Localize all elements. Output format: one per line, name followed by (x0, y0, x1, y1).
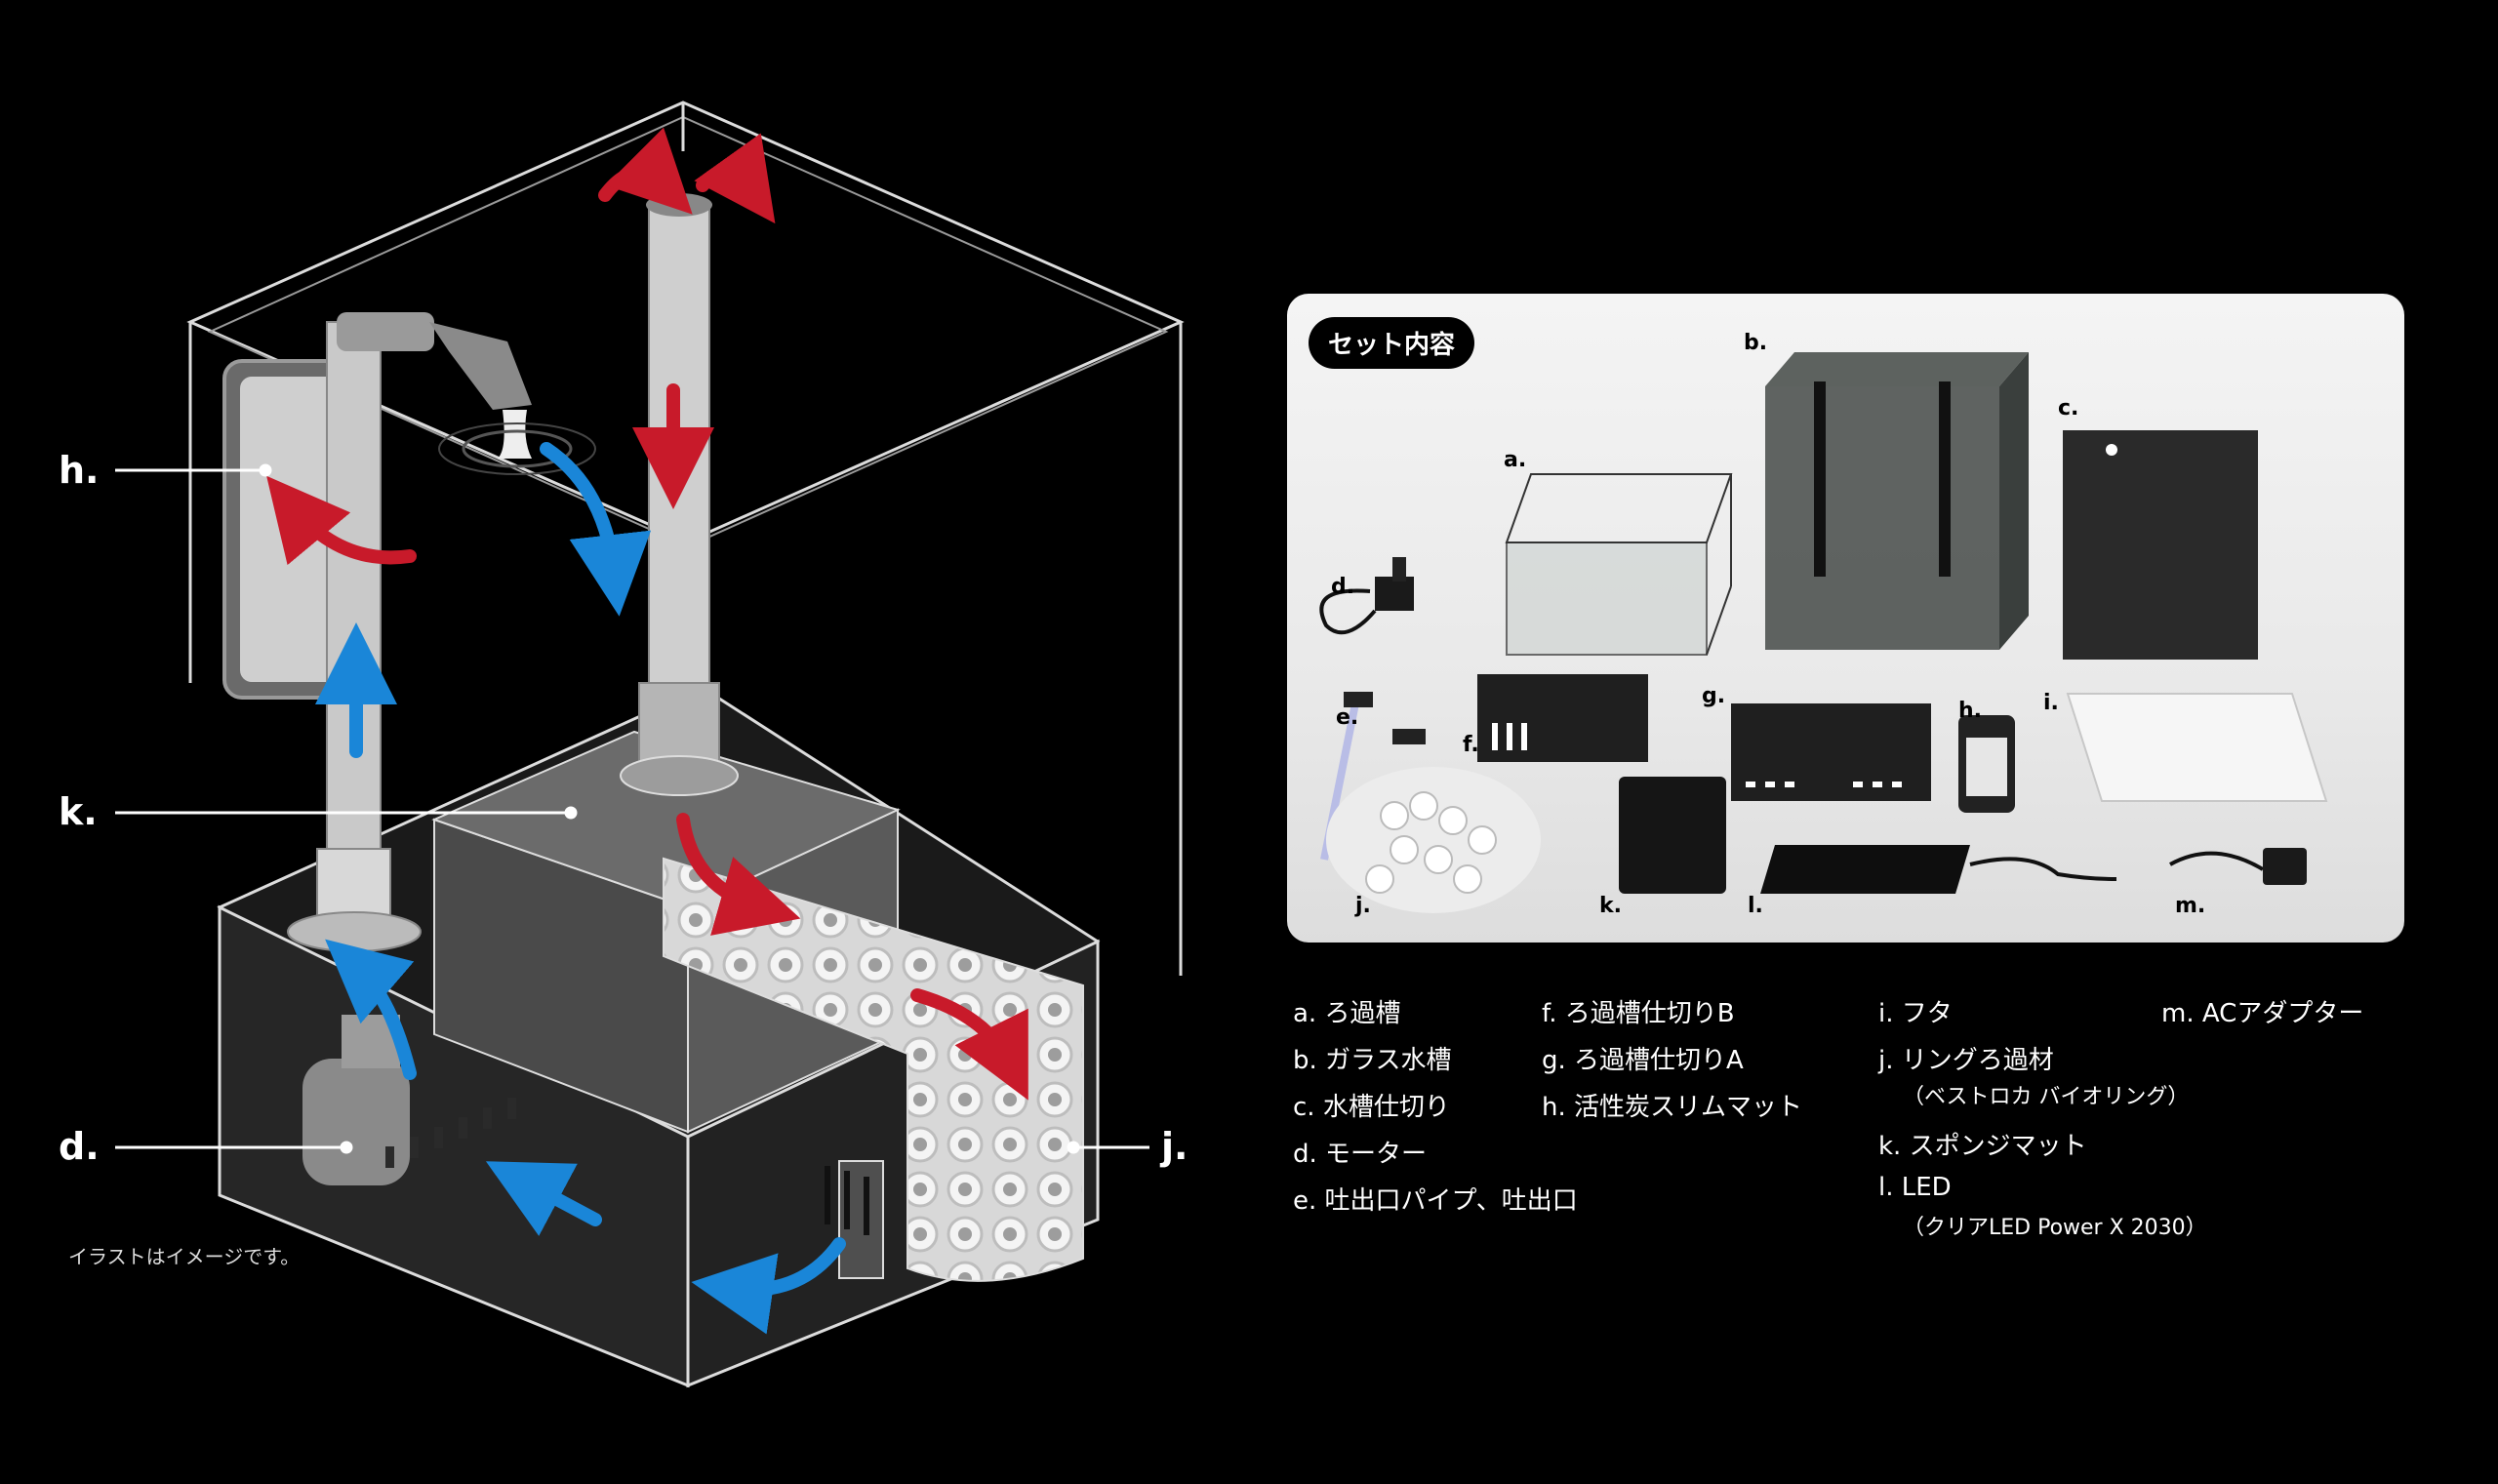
overflow-pipe (620, 193, 739, 796)
callout-leaders (115, 463, 1149, 1154)
photo-label-g: g. (1702, 684, 1726, 708)
set-contents-panel: セット内容 (1287, 294, 2404, 943)
contents-product-photo (1319, 352, 2328, 913)
product-c-partition (2063, 430, 2258, 660)
product-h-carbon-mat (1958, 715, 2015, 813)
list-item-j-sub: （ベストロカ バイオリング） (1903, 1085, 2190, 1109)
cutaway-illustration (115, 100, 1185, 1388)
return-pipe (287, 312, 596, 952)
illustration-note: イラストはイメージです。 (68, 1245, 301, 1268)
product-f-divider-b (1477, 674, 1648, 762)
list-item-b: b. ガラス水槽 (1293, 1046, 1452, 1075)
photo-label-e: e. (1336, 705, 1359, 730)
aquarium-cutaway-diagram: h. k. d. j. イラストはイメージです。 (59, 100, 1189, 1388)
list-item-h: h. 活性炭スリムマット (1542, 1093, 1803, 1122)
photo-label-d: d. (1331, 575, 1355, 599)
product-j-ring-media (1326, 767, 1541, 913)
list-item-f: f. ろ過槽仕切りB (1542, 999, 1735, 1028)
product-k-sponge (1619, 777, 1726, 894)
photo-label-i: i. (2043, 691, 2059, 715)
callout-k: k. (59, 790, 98, 833)
list-item-l: l. LED (1878, 1173, 1952, 1202)
list-item-k: k. スポンジマット (1878, 1132, 2087, 1161)
callout-h: h. (59, 449, 100, 492)
photo-label-m: m. (2175, 894, 2206, 918)
photo-label-a: a. (1504, 448, 1527, 472)
upper-tank-frame (186, 100, 1185, 976)
product-a-filter-tank (1505, 473, 1733, 656)
list-item-e: e. 吐出口パイプ、吐出口 (1293, 1186, 1578, 1216)
flow-arrows (266, 127, 1028, 1335)
photo-label-l: l. (1748, 894, 1763, 918)
filter-chambers (431, 730, 1084, 1282)
set-contents-title: セット内容 (1309, 317, 1475, 369)
photo-label-c: c. (2058, 396, 2079, 421)
product-e-outlet-pipe (1320, 692, 1426, 861)
callout-d: d. (59, 1125, 100, 1168)
product-m-ac-adapter (2169, 848, 2307, 885)
photo-label-j: j. (1355, 894, 1371, 918)
product-d-motor (1319, 557, 1414, 635)
list-item-j: j. リングろ過材 (1878, 1046, 2054, 1075)
photo-label-k: k. (1599, 894, 1622, 918)
contents-list: a. ろ過槽 b. ガラス水槽 c. 水槽仕切り d. モーター e. 吐出口パ… (1293, 993, 2464, 1247)
list-item-c: c. 水槽仕切り (1293, 1093, 1450, 1122)
list-item-i: i. フタ (1878, 999, 1953, 1028)
list-item-l-sub: （クリアLED Power X 2030） (1903, 1216, 2207, 1240)
list-item-d: d. モーター (1293, 1140, 1428, 1169)
photo-label-b: b. (1744, 331, 1768, 355)
product-l-led (1760, 845, 2117, 894)
photo-label-f: f. (1463, 733, 1479, 757)
list-item-m: m. ACアダプター (2161, 999, 2364, 1028)
photo-label-h: h. (1958, 699, 1983, 723)
list-item-a: a. ろ過槽 (1293, 999, 1401, 1028)
product-i-lid (2066, 693, 2328, 802)
product-g-divider-a (1731, 703, 1931, 801)
list-item-g: g. ろ過槽仕切りA (1542, 1046, 1744, 1075)
callout-j: j. (1161, 1125, 1189, 1168)
product-b-glass-tank (1765, 352, 2029, 650)
